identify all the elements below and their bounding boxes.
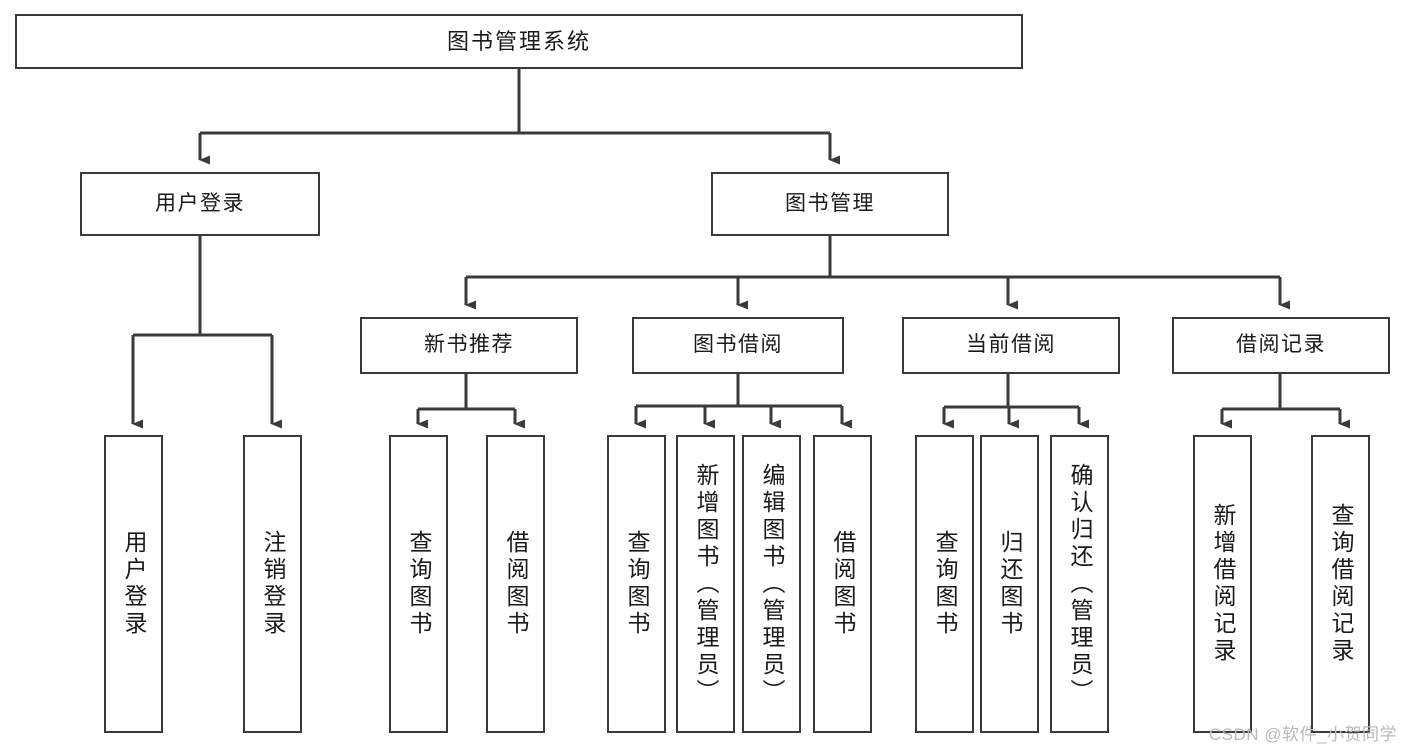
node-label: 归还图书 [997,530,1023,638]
node-leaf-return-book[interactable]: 归还图书 [980,435,1039,733]
node-label: 借阅图书 [830,530,856,638]
node-leaf-borrow-book-2[interactable]: 借阅图书 [813,435,872,733]
node-label: 新增借阅记录 [1210,503,1236,665]
node-root-system[interactable]: 图书管理系统 [15,14,1023,69]
node-label: 用户登录 [121,530,147,638]
node-label: 编辑图书（管理员） [759,462,785,706]
node-leaf-edit-book-admin[interactable]: 编辑图书（管理员） [742,435,801,733]
node-leaf-borrow-book-1[interactable]: 借阅图书 [486,435,545,733]
node-label: 查询图书 [624,530,650,638]
node-label: 查询图书 [932,530,958,638]
node-leaf-add-borrow-record[interactable]: 新增借阅记录 [1193,435,1252,733]
node-leaf-query-book-3[interactable]: 查询图书 [915,435,974,733]
node-user-login[interactable]: 用户登录 [80,172,320,236]
node-leaf-logout-login[interactable]: 注销登录 [243,435,302,733]
node-current-borrow[interactable]: 当前借阅 [902,317,1120,374]
node-label: 注销登录 [260,530,286,638]
node-label: 查询图书 [406,530,432,638]
node-borrow-record[interactable]: 借阅记录 [1172,317,1390,374]
node-label: 新书推荐 [424,333,514,357]
node-book-manage[interactable]: 图书管理 [711,172,949,236]
node-label: 借阅记录 [1236,333,1326,357]
node-label: 当前借阅 [966,333,1056,357]
node-label: 新增图书（管理员） [693,462,719,706]
node-new-book-recommend[interactable]: 新书推荐 [360,317,578,374]
node-label: 借阅图书 [503,530,529,638]
node-book-borrow[interactable]: 图书借阅 [632,317,844,374]
node-leaf-query-book-2[interactable]: 查询图书 [607,435,666,733]
node-label: 图书管理 [785,191,875,215]
node-label: 确认归还（管理员） [1067,462,1093,706]
node-leaf-query-borrow-record[interactable]: 查询借阅记录 [1311,435,1370,733]
node-label: 图书管理系统 [446,28,591,54]
node-leaf-add-book-admin[interactable]: 新增图书（管理员） [676,435,735,733]
node-leaf-user-login[interactable]: 用户登录 [104,435,163,733]
node-leaf-confirm-return-admin[interactable]: 确认归还（管理员） [1050,435,1109,733]
node-label: 图书借阅 [693,333,783,357]
node-label: 用户登录 [155,191,245,215]
node-label: 查询借阅记录 [1328,503,1354,665]
csdn-watermark: CSDN @软件_小贺同学 [1208,725,1397,744]
node-leaf-query-book-1[interactable]: 查询图书 [389,435,448,733]
